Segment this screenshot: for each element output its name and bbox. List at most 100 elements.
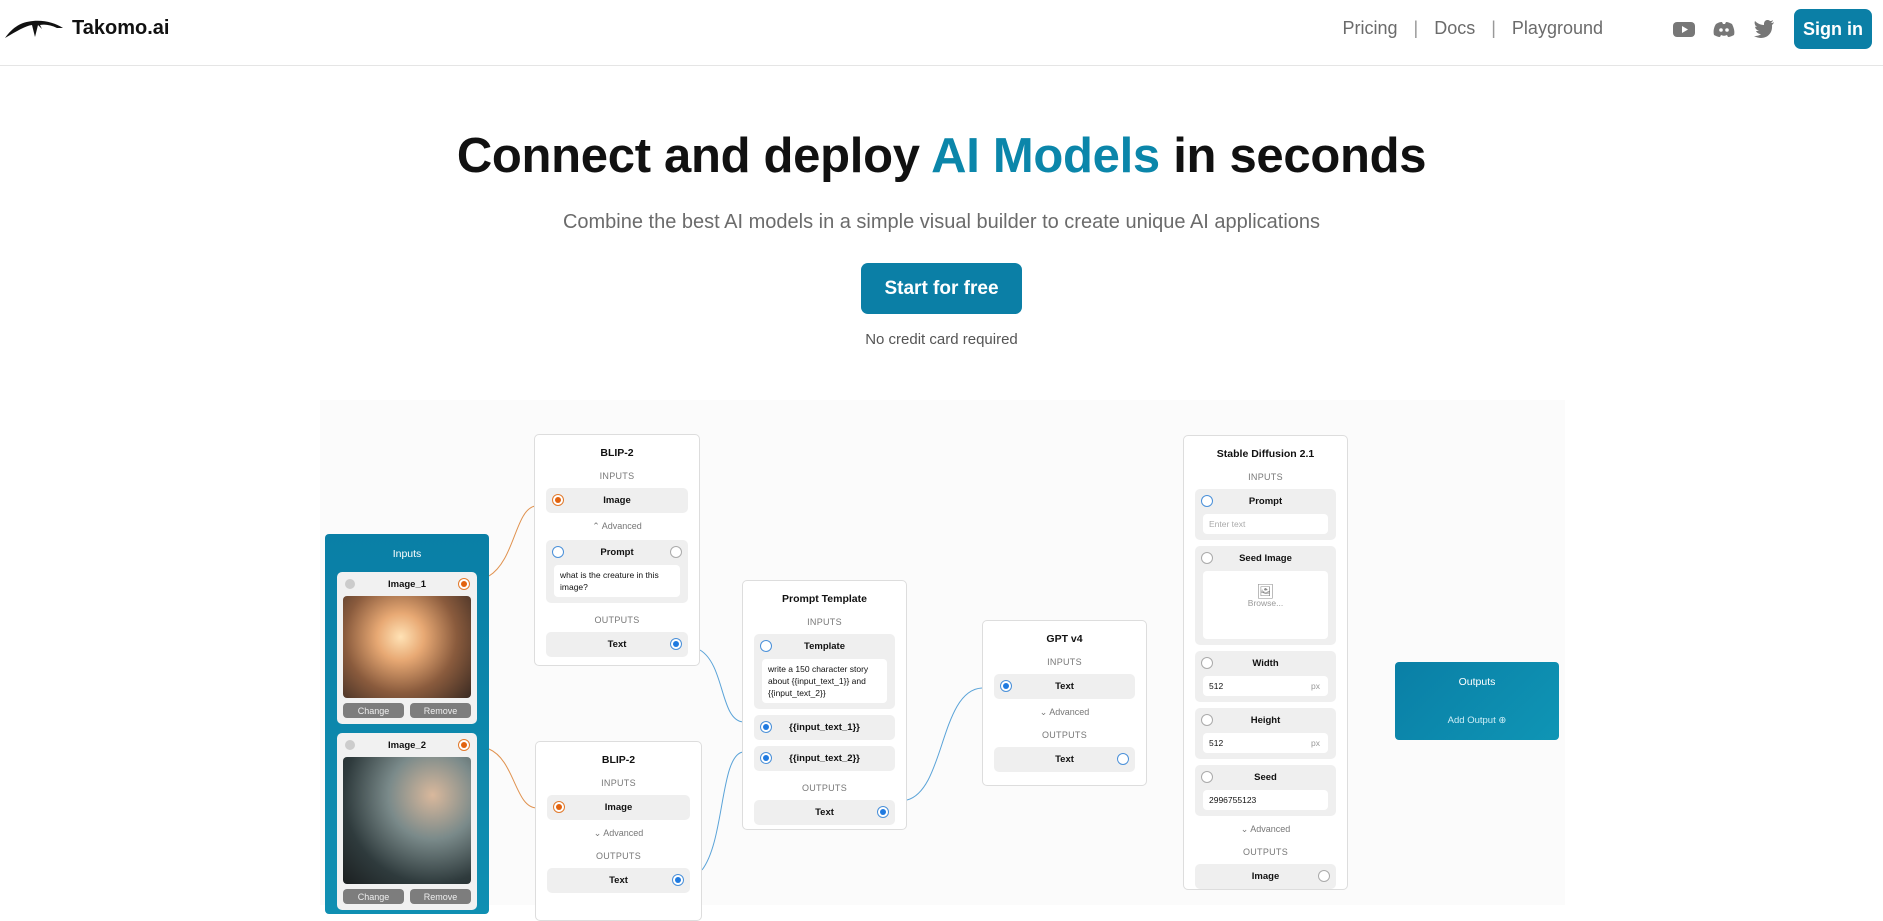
image-preview — [343, 596, 471, 698]
port-label: Prompt — [600, 547, 634, 558]
port-label: Width — [1252, 658, 1279, 669]
no-credit-card-note: No credit card required — [865, 331, 1018, 348]
output-handle[interactable] — [877, 806, 889, 818]
node-title: BLIP-2 — [601, 754, 636, 766]
advanced-label: Advanced — [1250, 824, 1291, 834]
input-handle[interactable] — [1201, 552, 1213, 564]
output-handle[interactable] — [672, 874, 684, 886]
output-handle[interactable] — [670, 638, 682, 650]
hero-title: Connect and deploy AI Models in seconds — [0, 128, 1883, 184]
output-handle[interactable] — [1117, 753, 1129, 765]
image-name: Image_2 — [387, 739, 427, 751]
input-handle[interactable] — [1201, 714, 1213, 726]
width-value: 512 — [1209, 681, 1224, 691]
youtube-icon[interactable] — [1672, 19, 1696, 39]
prompt-input[interactable]: Enter text — [1203, 514, 1328, 534]
stable-diffusion-node[interactable]: Stable Diffusion 2.1 INPUTS Prompt Enter… — [1183, 435, 1348, 890]
input-handle[interactable] — [1201, 495, 1213, 507]
change-button[interactable]: Change — [343, 703, 404, 718]
hero-title-pre: Connect and deploy — [456, 129, 932, 183]
hero-title-post: in seconds — [1159, 129, 1427, 183]
outputs-title: Outputs — [1458, 676, 1496, 688]
nav-docs[interactable]: Docs — [1434, 18, 1476, 38]
port-label: {{input_text_2}} — [789, 753, 860, 764]
section-label: OUTPUTS — [801, 783, 848, 793]
blip2-node[interactable]: BLIP-2 INPUTS Image ⌄ Advanced OUTPUTS T… — [535, 741, 702, 921]
hero-title-accent: AI Models — [931, 129, 1160, 183]
input-handle[interactable] — [1201, 771, 1213, 783]
input-handle[interactable] — [760, 640, 772, 652]
section-label: OUTPUTS — [594, 615, 640, 625]
image-name: Image_1 — [387, 578, 427, 590]
input-handle[interactable] — [760, 721, 772, 733]
port-label: {{input_text_1}} — [789, 722, 860, 733]
template-field[interactable]: write a 150 character story about {{inpu… — [762, 659, 887, 703]
twitter-icon[interactable] — [1752, 19, 1776, 39]
remove-button[interactable]: Remove — [410, 703, 471, 718]
input-handle[interactable] — [553, 801, 565, 813]
advanced-label: Advanced — [601, 521, 642, 531]
prompt-field[interactable]: what is the creature in this image? — [554, 565, 680, 597]
input-handle[interactable] — [760, 752, 772, 764]
input-handle[interactable] — [552, 546, 564, 558]
section-label: OUTPUTS — [1242, 847, 1289, 857]
gpt-v4-node[interactable]: GPT v4 INPUTS Text ⌄ Advanced OUTPUTS Te… — [982, 620, 1147, 786]
remove-button[interactable]: Remove — [410, 889, 471, 904]
brand-name[interactable]: Takomo.ai — [72, 17, 170, 39]
output-handle[interactable] — [458, 578, 470, 590]
section-label: INPUTS — [807, 617, 842, 627]
port-label: Image — [603, 495, 631, 506]
change-button[interactable]: Change — [343, 889, 404, 904]
advanced-toggle[interactable]: ⌃ Advanced — [592, 521, 642, 531]
image-preview — [343, 757, 471, 884]
blip2-node[interactable]: BLIP-2 INPUTS Image ⌃ Advanced Prompt wh… — [534, 434, 700, 666]
nav-playground[interactable]: Playground — [1511, 18, 1603, 38]
close-icon[interactable] — [345, 579, 355, 589]
section-label: INPUTS — [599, 471, 635, 481]
port-label: Template — [803, 641, 845, 652]
advanced-toggle[interactable]: ⌄ Advanced — [1039, 707, 1090, 717]
section-label: INPUTS — [601, 778, 636, 788]
browse-label: Browse... — [1247, 598, 1284, 608]
builder-canvas — [320, 400, 1565, 905]
port-label: Image — [604, 802, 633, 813]
seed-image-dropzone[interactable]: 🖼Browse... — [1203, 571, 1328, 639]
inputs-title: Inputs — [392, 548, 422, 560]
output-handle[interactable] — [458, 739, 470, 751]
input-handle[interactable] — [1000, 680, 1012, 692]
top-nav: Takomo.ai Pricing | Docs | Playground Si… — [0, 0, 1883, 66]
input-handle[interactable] — [1201, 657, 1213, 669]
port-label: Text — [609, 875, 628, 886]
sign-in-button[interactable]: Sign in — [1794, 9, 1872, 49]
image-input-card: Image_2 Change Remove — [337, 733, 477, 910]
node-title: BLIP-2 — [600, 447, 634, 459]
info-icon[interactable] — [670, 546, 682, 558]
discord-icon[interactable] — [1712, 19, 1736, 39]
nav-separator: | — [1413, 18, 1419, 38]
nav-separator: | — [1491, 18, 1496, 38]
input-handle[interactable] — [552, 494, 564, 506]
output-handle[interactable] — [1318, 870, 1330, 882]
port-label: Text — [815, 807, 834, 818]
section-label: INPUTS — [1248, 472, 1283, 482]
advanced-toggle[interactable]: ⌄ Advanced — [593, 828, 644, 838]
prompt-template-node[interactable]: Prompt Template INPUTS Template write a … — [742, 580, 907, 830]
start-for-free-button[interactable]: Start for free — [861, 263, 1022, 314]
add-output-label: Add Output — [1447, 715, 1496, 726]
height-value: 512 — [1209, 738, 1224, 748]
section-label: INPUTS — [1047, 657, 1082, 667]
takomo-logo[interactable] — [5, 17, 63, 39]
close-icon[interactable] — [345, 740, 355, 750]
add-output-button[interactable]: Add Output ⊕ — [1395, 715, 1559, 726]
advanced-toggle[interactable]: ⌄ Advanced — [1240, 824, 1291, 834]
seed-input[interactable]: 2996755123 — [1203, 790, 1328, 810]
section-label: OUTPUTS — [595, 851, 642, 861]
node-title: GPT v4 — [1046, 633, 1083, 645]
port-label: Seed — [1254, 772, 1277, 783]
section-label: OUTPUTS — [1041, 730, 1088, 740]
port-label: Prompt — [1248, 496, 1283, 507]
nav-pricing[interactable]: Pricing — [1342, 18, 1398, 38]
